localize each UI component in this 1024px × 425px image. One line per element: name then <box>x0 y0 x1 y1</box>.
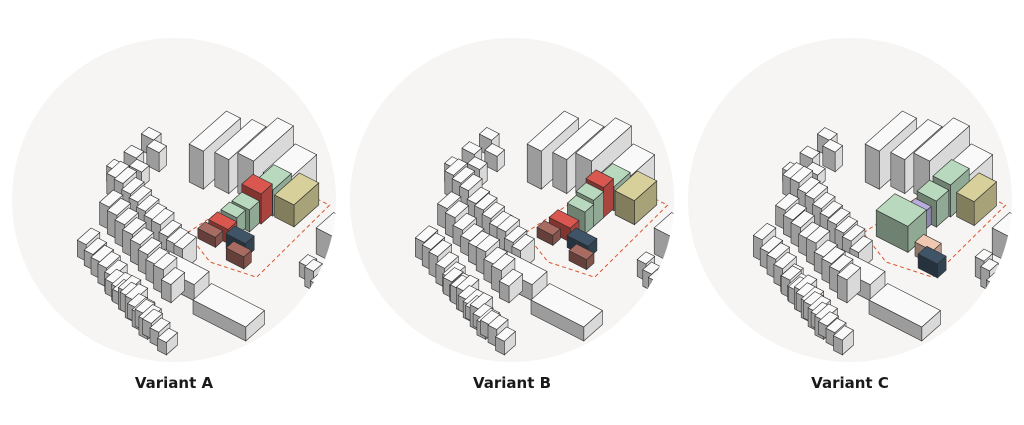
proposed-block-brown <box>568 243 595 271</box>
site-disk <box>688 38 1012 362</box>
proposed-block-brown <box>225 240 252 270</box>
city-model <box>752 110 1020 356</box>
context-building <box>315 278 335 311</box>
variant-c-site-model <box>688 38 1020 362</box>
context-building <box>653 280 673 311</box>
context-building <box>530 283 603 342</box>
proposed-block-brown <box>536 220 561 247</box>
variant-c-panel: Variant C <box>680 14 1020 414</box>
site-boundary <box>186 175 331 278</box>
context-building <box>1014 323 1020 350</box>
context-building <box>991 281 1011 311</box>
context-building <box>160 267 186 304</box>
variant-c-label: Variant C <box>811 374 889 392</box>
city-model <box>414 110 674 356</box>
proposed-block-olive <box>274 172 320 228</box>
context-building <box>1002 298 1012 331</box>
variant-a-panel: Variant A <box>4 14 344 414</box>
context-building <box>498 268 524 304</box>
context-building <box>868 283 941 342</box>
proposed-block-olive <box>956 172 998 227</box>
context-building <box>659 291 674 321</box>
variant-b-label: Variant B <box>472 374 552 392</box>
proposed-block-navy <box>917 245 947 279</box>
variant-a-site-model <box>12 38 336 362</box>
context-building <box>146 139 168 173</box>
variant-b-site-model <box>350 38 674 362</box>
context-building <box>1010 112 1012 145</box>
context-building <box>836 262 862 304</box>
context-building <box>484 143 506 173</box>
context-building <box>192 283 265 342</box>
context-building <box>321 291 336 321</box>
variant-b-panel: Variant B <box>342 14 682 414</box>
context-building <box>494 326 516 356</box>
proposed-block-brown <box>197 221 224 249</box>
site-disk <box>12 38 336 362</box>
site-boundary <box>524 175 669 278</box>
context-building <box>156 327 178 356</box>
context-building <box>832 325 854 356</box>
context-building <box>822 138 844 173</box>
proposed-block-green <box>875 193 928 254</box>
context-building <box>1008 310 1012 341</box>
proposed-block-olive <box>614 170 658 226</box>
context-building <box>997 291 1012 321</box>
site-disk <box>350 38 674 362</box>
variant-a-label: Variant A <box>134 374 214 392</box>
proposed-block-green <box>566 195 595 235</box>
